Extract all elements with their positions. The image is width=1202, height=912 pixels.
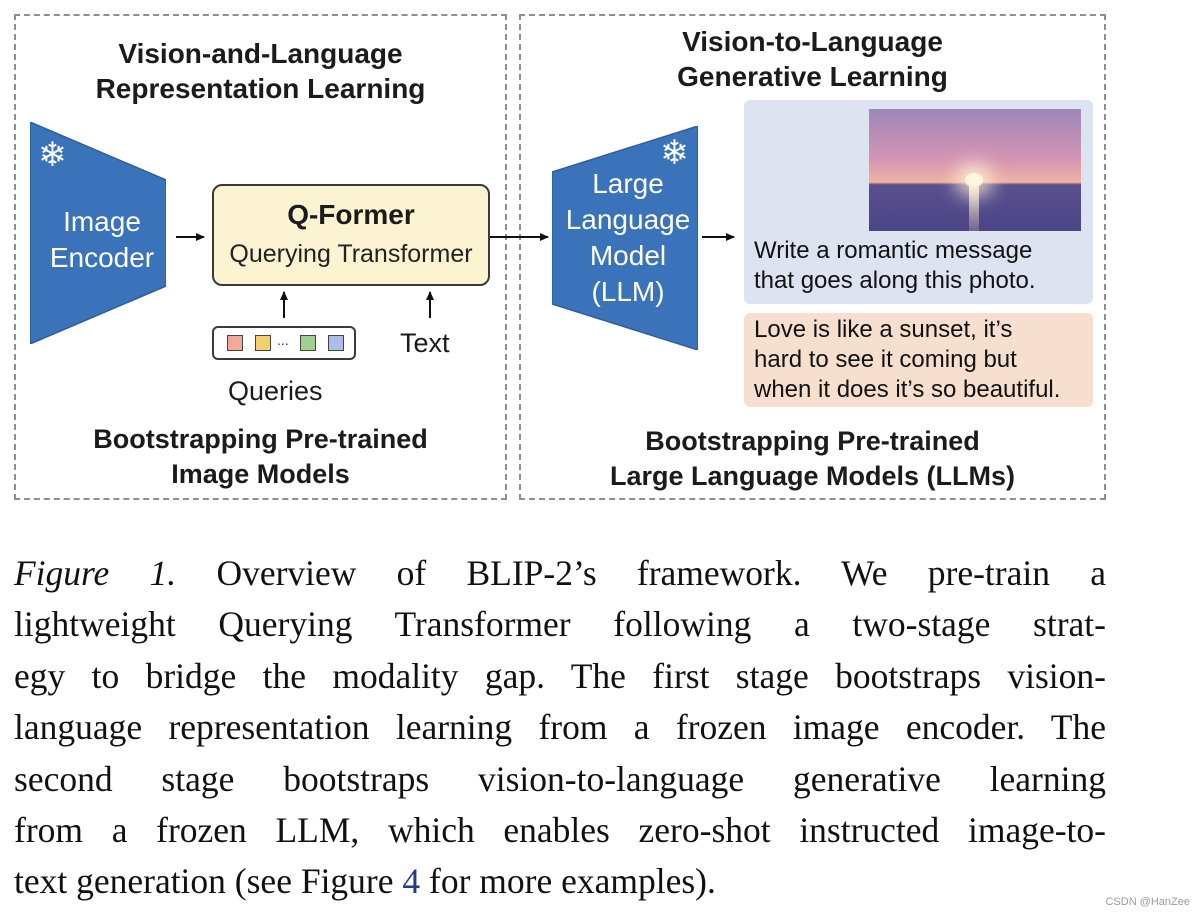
- response-text: Love is like a sunset, it’s hard to see …: [754, 315, 1060, 405]
- caption-line7-b: for more examples).: [420, 861, 716, 902]
- prompt-line1: Write a romantic message: [754, 237, 1033, 264]
- right-title-line1: Vision-to-Language: [682, 26, 943, 57]
- figure-label: Figure 1.: [14, 553, 177, 593]
- queries-ellipsis: ...: [277, 332, 289, 348]
- query-token: [328, 335, 344, 351]
- arrows-layer: [176, 233, 735, 318]
- image-encoder-block: [30, 122, 166, 344]
- llm-line2: Language: [565, 204, 691, 235]
- left-panel: Vision-and-Language Representation Learn…: [14, 14, 507, 500]
- watermark: CSDN @HanZee: [1105, 896, 1190, 908]
- queries-label: Queries: [228, 376, 323, 406]
- right-heading-line2: Large Language Models (LLMs): [609, 461, 1016, 491]
- snowflake-icon: ❄: [660, 134, 689, 172]
- query-token: [300, 335, 316, 351]
- left-title-line1: Vision-and-Language: [118, 38, 403, 69]
- response-line2: hard to see it coming but: [754, 346, 1017, 373]
- llm-line4: (LLM): [591, 276, 665, 307]
- query-token: [227, 335, 243, 351]
- caption-line1-text: Overview of BLIP-2’s framework. We pre-t…: [216, 553, 1106, 593]
- qformer-title: Q-Former: [287, 199, 415, 230]
- prompt-text: Write a romantic message that goes along…: [754, 236, 1036, 296]
- figure-ref-link[interactable]: 4: [402, 861, 421, 902]
- llm-line1: Large: [592, 168, 664, 199]
- sunset-photo: [869, 109, 1081, 231]
- text-label: Text: [400, 328, 450, 358]
- query-token: [255, 335, 271, 351]
- response-box: [744, 313, 1093, 407]
- caption-line: from a frozen LLM, which enables zero-sh…: [14, 809, 1106, 850]
- caption-line7-a: text generation (see Figure: [14, 861, 403, 902]
- left-panel-title: Vision-and-Language Representation Learn…: [16, 36, 505, 106]
- figure-caption: Figure 1. Overview of BLIP-2’s framework…: [14, 548, 1106, 908]
- llm-block: [552, 126, 698, 350]
- right-heading-line1: Bootstrapping Pre-trained: [645, 426, 980, 456]
- caption-line: text generation (see Figure 4 for more e…: [14, 856, 1106, 907]
- right-panel-heading: Bootstrapping Pre-trained Large Language…: [521, 424, 1104, 494]
- qformer-subtitle: Querying Transformer: [229, 240, 473, 268]
- sun-reflection: [969, 185, 979, 231]
- response-line3: when it does it’s so beautiful.: [754, 376, 1061, 403]
- llm-line3: Model: [589, 240, 667, 271]
- right-panel: Vision-to-Language Generative Learning B…: [519, 14, 1106, 500]
- image-encoder-line2: Encoder: [49, 242, 155, 273]
- left-panel-heading: Bootstrapping Pre-trained Image Models: [16, 422, 505, 492]
- response-line1: Love is like a sunset, it’s: [754, 316, 1013, 343]
- llm-label: Large Language Model (LLM): [552, 166, 704, 310]
- caption-line: egy to bridge the modality gap. The firs…: [14, 655, 1106, 696]
- qformer-block: Q-Former Querying Transformer: [212, 184, 490, 286]
- caption-line: language representation learning from a …: [14, 707, 1106, 748]
- caption-line: second stage bootstraps vision-to-langua…: [14, 758, 1106, 799]
- caption-line: lightweight Querying Transformer followi…: [14, 604, 1106, 645]
- sun-shape: [965, 173, 983, 187]
- right-title-line2: Generative Learning: [677, 61, 948, 92]
- left-heading-line2: Image Models: [171, 459, 350, 489]
- snowflake-icon: ❄: [38, 136, 67, 174]
- prompt-line2: that goes along this photo.: [754, 267, 1036, 294]
- left-heading-line1: Bootstrapping Pre-trained: [93, 424, 428, 454]
- image-encoder-line1: Image: [63, 206, 141, 237]
- caption-line: Figure 1. Overview of BLIP-2’s framework…: [14, 548, 1106, 599]
- image-encoder-label: Image Encoder: [30, 204, 174, 276]
- right-panel-title: Vision-to-Language Generative Learning: [521, 24, 1104, 94]
- queries-box: ...: [212, 326, 356, 360]
- left-title-line2: Representation Learning: [95, 73, 426, 104]
